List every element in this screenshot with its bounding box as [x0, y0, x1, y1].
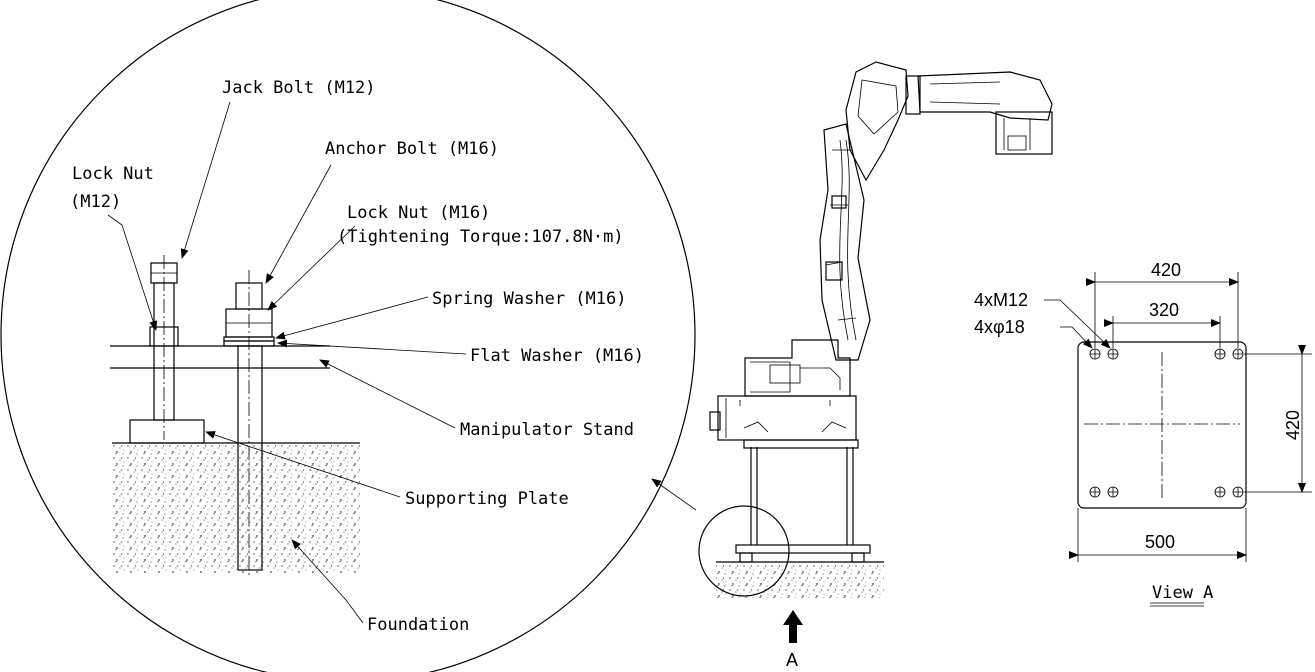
leader-lines [107, 101, 467, 624]
lock-nut-m12-label-1: Lock Nut [72, 164, 154, 184]
view-a-plate [1077, 341, 1247, 509]
dim-420-horizontal: 420 [1151, 260, 1181, 280]
stand-base-plate [735, 544, 871, 554]
tightening-torque-label: (Tightening Torque:107.8N·m) [337, 227, 624, 247]
detail-view: Jack Bolt (M12) Anchor Bolt (M16) Lock N… [0, 0, 696, 672]
supporting-plate-label: Supporting Plate [405, 489, 569, 509]
flat-washer-label: Flat Washer (M16) [470, 346, 644, 366]
lower-arm [819, 123, 871, 361]
thread-callout: 4xM12 [974, 290, 1028, 310]
dim-420-vertical: 420 [1283, 410, 1303, 440]
spring-washer-label: Spring Washer (M16) [432, 289, 626, 309]
view-a-title: View A [1152, 583, 1213, 603]
anchor-bolt-label: Anchor Bolt (M16) [325, 139, 499, 159]
wrist [995, 111, 1053, 155]
robot-base [717, 395, 857, 441]
lock-nut-m12-label-2: (M12) [70, 192, 121, 212]
dim-500: 500 [1145, 532, 1175, 552]
mounting-holes [1089, 348, 1244, 498]
supporting-plate [129, 419, 205, 444]
upper-arm-elbow [845, 61, 909, 182]
view-a-arrow-label: A [786, 650, 798, 670]
foundation-label: Foundation [367, 615, 469, 635]
jack-bolt [149, 255, 179, 440]
hole-callout: 4xφ18 [974, 317, 1025, 337]
view-a: 420 320 420 500 4xM12 4xφ18 View A [974, 260, 1312, 607]
detail-circle [0, 0, 696, 672]
anchor-bolt [223, 270, 275, 575]
view-a-arrow [783, 610, 803, 643]
manipulator-stand-label: Manipulator Stand [460, 420, 634, 440]
dim-320: 320 [1149, 300, 1179, 320]
lock-nut-m16-label: Lock Nut (M16) [347, 203, 490, 223]
foundation-block [112, 443, 360, 573]
jack-bolt-label: Jack Bolt (M12) [222, 78, 376, 98]
robot-side-view: A [651, 61, 1053, 670]
forearm [917, 71, 1053, 121]
